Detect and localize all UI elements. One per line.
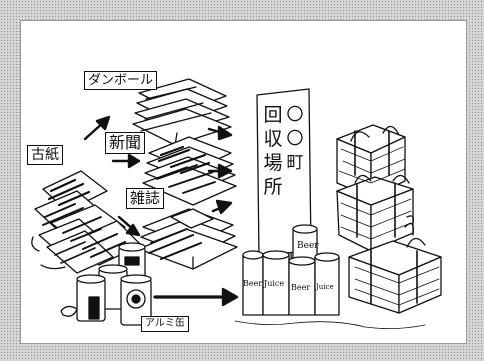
cardboard-stack	[132, 78, 232, 146]
can-label-beer: Beer	[291, 283, 311, 292]
recycling-illustration	[31, 78, 442, 329]
ground-line	[234, 320, 426, 329]
aluminum-can-group	[60, 242, 166, 326]
label-old-paper: 古紙	[27, 145, 63, 165]
arrow-to-newspaper	[111, 153, 141, 169]
label-magazine: 雑誌	[126, 188, 165, 209]
arrow-newspaper-to-site	[207, 163, 233, 179]
site-paper-bundles	[336, 124, 442, 314]
label-aluminum-cans: アルミ缶	[141, 316, 189, 332]
can-label-juice: Juice	[264, 279, 285, 288]
sign-text-town: 〇〇町	[286, 105, 304, 173]
arrow-to-magazine	[117, 215, 141, 237]
newspaper-stack	[142, 136, 237, 206]
arrows	[83, 115, 239, 307]
illustration-frame: ダンボール 古紙 新聞 雑誌 アルミ缶 回収場所 〇〇町 Beer Beer J…	[20, 20, 467, 344]
arrow-to-cardboard	[83, 115, 111, 141]
old-paper-pile	[31, 170, 142, 274]
arrow-magazine-to-site	[211, 199, 233, 215]
arrow-cans-to-site	[153, 287, 239, 307]
can-label-juice-right: Juice	[316, 283, 334, 291]
arrow-cardboard-to-site	[207, 125, 233, 141]
label-cardboard: ダンボール	[84, 71, 158, 90]
can-label-beer-top: Beer	[297, 241, 319, 251]
site-cans	[242, 224, 340, 316]
sign-text-collection-site: 回収場所	[263, 104, 283, 198]
label-newspaper: 新聞	[105, 132, 146, 154]
magazine-stack	[138, 208, 238, 270]
can-label-beer-left: Beer	[243, 279, 263, 288]
